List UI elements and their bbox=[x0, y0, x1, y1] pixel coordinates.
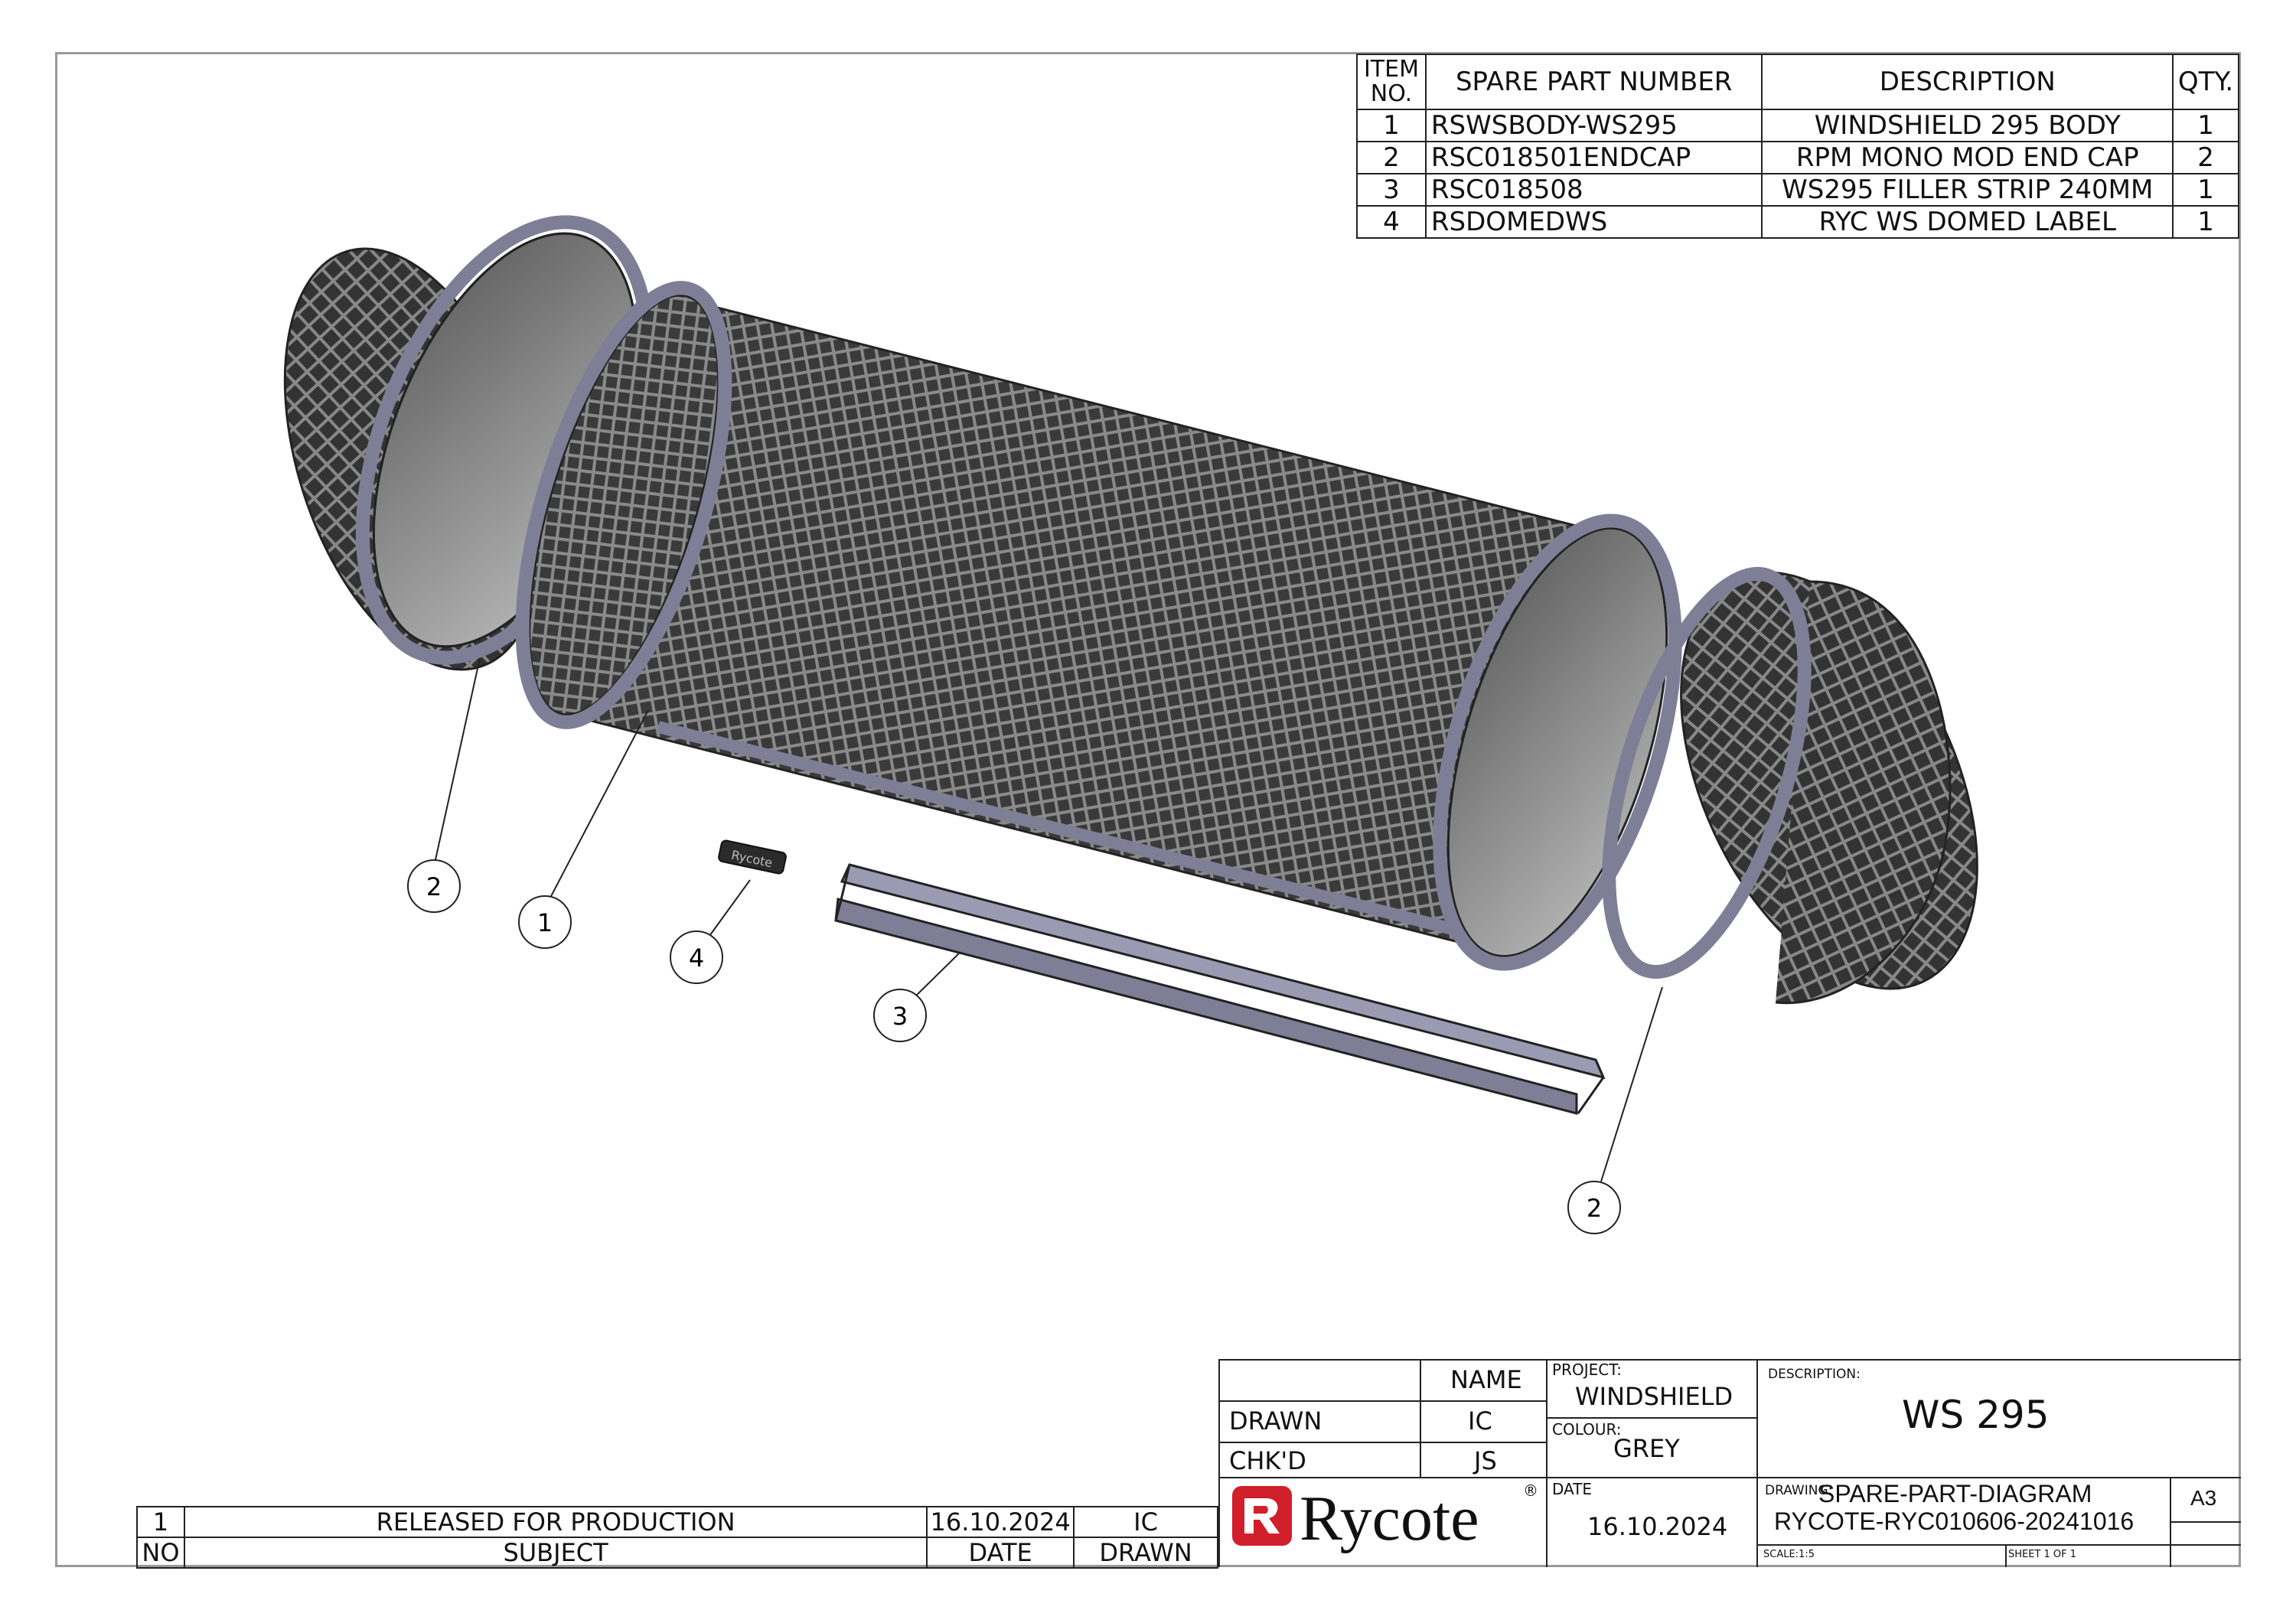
bom-header-part: SPARE PART NUMBER bbox=[1424, 54, 1763, 110]
right-end-cap bbox=[1602, 566, 1978, 1005]
revision-header-drawn: DRAWN bbox=[1073, 1537, 1218, 1569]
bom-part-number: RSC018501ENDCAP bbox=[1424, 141, 1763, 174]
bom-part-number: RSC018508 bbox=[1424, 173, 1763, 207]
colour-value: GREY bbox=[1613, 1434, 1680, 1463]
rycote-logo: Rycote ® bbox=[1229, 1478, 1543, 1555]
drawn-value: IC bbox=[1468, 1406, 1492, 1436]
revision-header-row: NO SUBJECT DATE DRAWN bbox=[136, 1537, 1218, 1569]
windshield-body bbox=[515, 281, 1682, 971]
sheet-text: SHEET 1 OF 1 bbox=[2008, 1549, 2077, 1560]
svg-text:2: 2 bbox=[1587, 1194, 1602, 1223]
revision-table: 1 RELEASED FOR PRODUCTION 16.10.2024 IC … bbox=[136, 1506, 1218, 1569]
bom-description: RPM MONO MOD END CAP bbox=[1761, 141, 2174, 174]
bom-row: 1 RSWSBODY-WS295 WINDSHIELD 295 BODY 1 bbox=[1356, 109, 2239, 142]
description-label: DESCRIPTION: bbox=[1768, 1367, 1861, 1382]
revision-row: 1 RELEASED FOR PRODUCTION 16.10.2024 IC bbox=[136, 1506, 1218, 1538]
date-value: 16.10.2024 bbox=[1587, 1512, 1728, 1541]
project-label: PROJECT: bbox=[1552, 1361, 1622, 1379]
domed-label-part: Rycote bbox=[718, 839, 787, 875]
bom-row: 4 RSDOMEDWS RYC WS DOMED LABEL 1 bbox=[1356, 205, 2239, 239]
revision-no: 1 bbox=[136, 1506, 185, 1538]
revision-header-no: NO bbox=[136, 1537, 185, 1569]
bom-qty: 1 bbox=[2172, 173, 2239, 207]
bom-table: ITEM NO. SPARE PART NUMBER DESCRIPTION Q… bbox=[1356, 54, 2239, 239]
bom-header-row: ITEM NO. SPARE PART NUMBER DESCRIPTION Q… bbox=[1356, 54, 2239, 110]
bom-qty: 2 bbox=[2172, 141, 2239, 174]
bom-item: 4 bbox=[1356, 205, 1427, 239]
balloon-4: 4 bbox=[670, 930, 723, 984]
svg-text:3: 3 bbox=[892, 1002, 908, 1031]
drawing-number-line2: RYCOTE-RYC010606-20241016 bbox=[1774, 1507, 2135, 1535]
balloon-2-left: 2 bbox=[407, 859, 461, 913]
bom-header-qty: QTY. bbox=[2172, 54, 2239, 110]
date-label: DATE bbox=[1552, 1480, 1593, 1498]
balloon-2-right: 2 bbox=[1567, 1181, 1621, 1234]
drawing-label: DRAWING: bbox=[1765, 1483, 1833, 1498]
drawing-number-line1: SPARE-PART-DIAGRAM bbox=[1818, 1480, 2092, 1507]
svg-text:4: 4 bbox=[689, 943, 704, 973]
leader-lines bbox=[434, 657, 1663, 1182]
balloon-1: 1 bbox=[518, 895, 572, 949]
revision-header-date: DATE bbox=[926, 1537, 1075, 1569]
project-value: WINDSHIELD bbox=[1575, 1382, 1733, 1411]
bom-part-number: RSWSBODY-WS295 bbox=[1424, 109, 1763, 142]
bom-description: WINDSHIELD 295 BODY bbox=[1761, 109, 2174, 142]
checked-value: JS bbox=[1474, 1446, 1497, 1475]
colour-label: COLOUR: bbox=[1552, 1420, 1622, 1439]
bom-item: 3 bbox=[1356, 173, 1427, 207]
bom-item: 1 bbox=[1356, 109, 1427, 142]
bom-part-number: RSDOMEDWS bbox=[1424, 205, 1763, 239]
bom-row: 2 RSC018501ENDCAP RPM MONO MOD END CAP 2 bbox=[1356, 141, 2239, 174]
bom-description: WS295 FILLER STRIP 240MM bbox=[1761, 173, 2174, 207]
svg-text:1: 1 bbox=[537, 908, 553, 937]
bom-header-desc: DESCRIPTION bbox=[1761, 54, 2174, 110]
rycote-r-mark-icon bbox=[1232, 1486, 1292, 1546]
bom-qty: 1 bbox=[2172, 109, 2239, 142]
checked-label: CHK'D bbox=[1229, 1446, 1306, 1475]
revision-date: 16.10.2024 bbox=[926, 1506, 1075, 1538]
revision-drawn: IC bbox=[1073, 1506, 1218, 1538]
bom-qty: 1 bbox=[2172, 205, 2239, 239]
drawn-label: DRAWN bbox=[1229, 1406, 1322, 1436]
logo-text: Rycote bbox=[1300, 1483, 1479, 1554]
balloon-3: 3 bbox=[873, 989, 927, 1042]
description-value: WS 295 bbox=[1902, 1393, 2050, 1437]
bom-item: 2 bbox=[1356, 141, 1427, 174]
bom-row: 3 RSC018508 WS295 FILLER STRIP 240MM 1 bbox=[1356, 173, 2239, 207]
sheet-size: A3 bbox=[2190, 1486, 2217, 1510]
bom-description: RYC WS DOMED LABEL bbox=[1761, 205, 2174, 239]
filler-strip-part bbox=[834, 863, 1606, 1115]
scale-text: SCALE:1:5 bbox=[1763, 1549, 1815, 1560]
logo-registered-mark: ® bbox=[1523, 1481, 1538, 1500]
svg-text:2: 2 bbox=[426, 872, 442, 901]
revision-header-subject: SUBJECT bbox=[183, 1537, 928, 1569]
bom-header-item: ITEM NO. bbox=[1356, 54, 1427, 110]
name-header: NAME bbox=[1450, 1365, 1522, 1394]
revision-subject: RELEASED FOR PRODUCTION bbox=[183, 1506, 928, 1538]
